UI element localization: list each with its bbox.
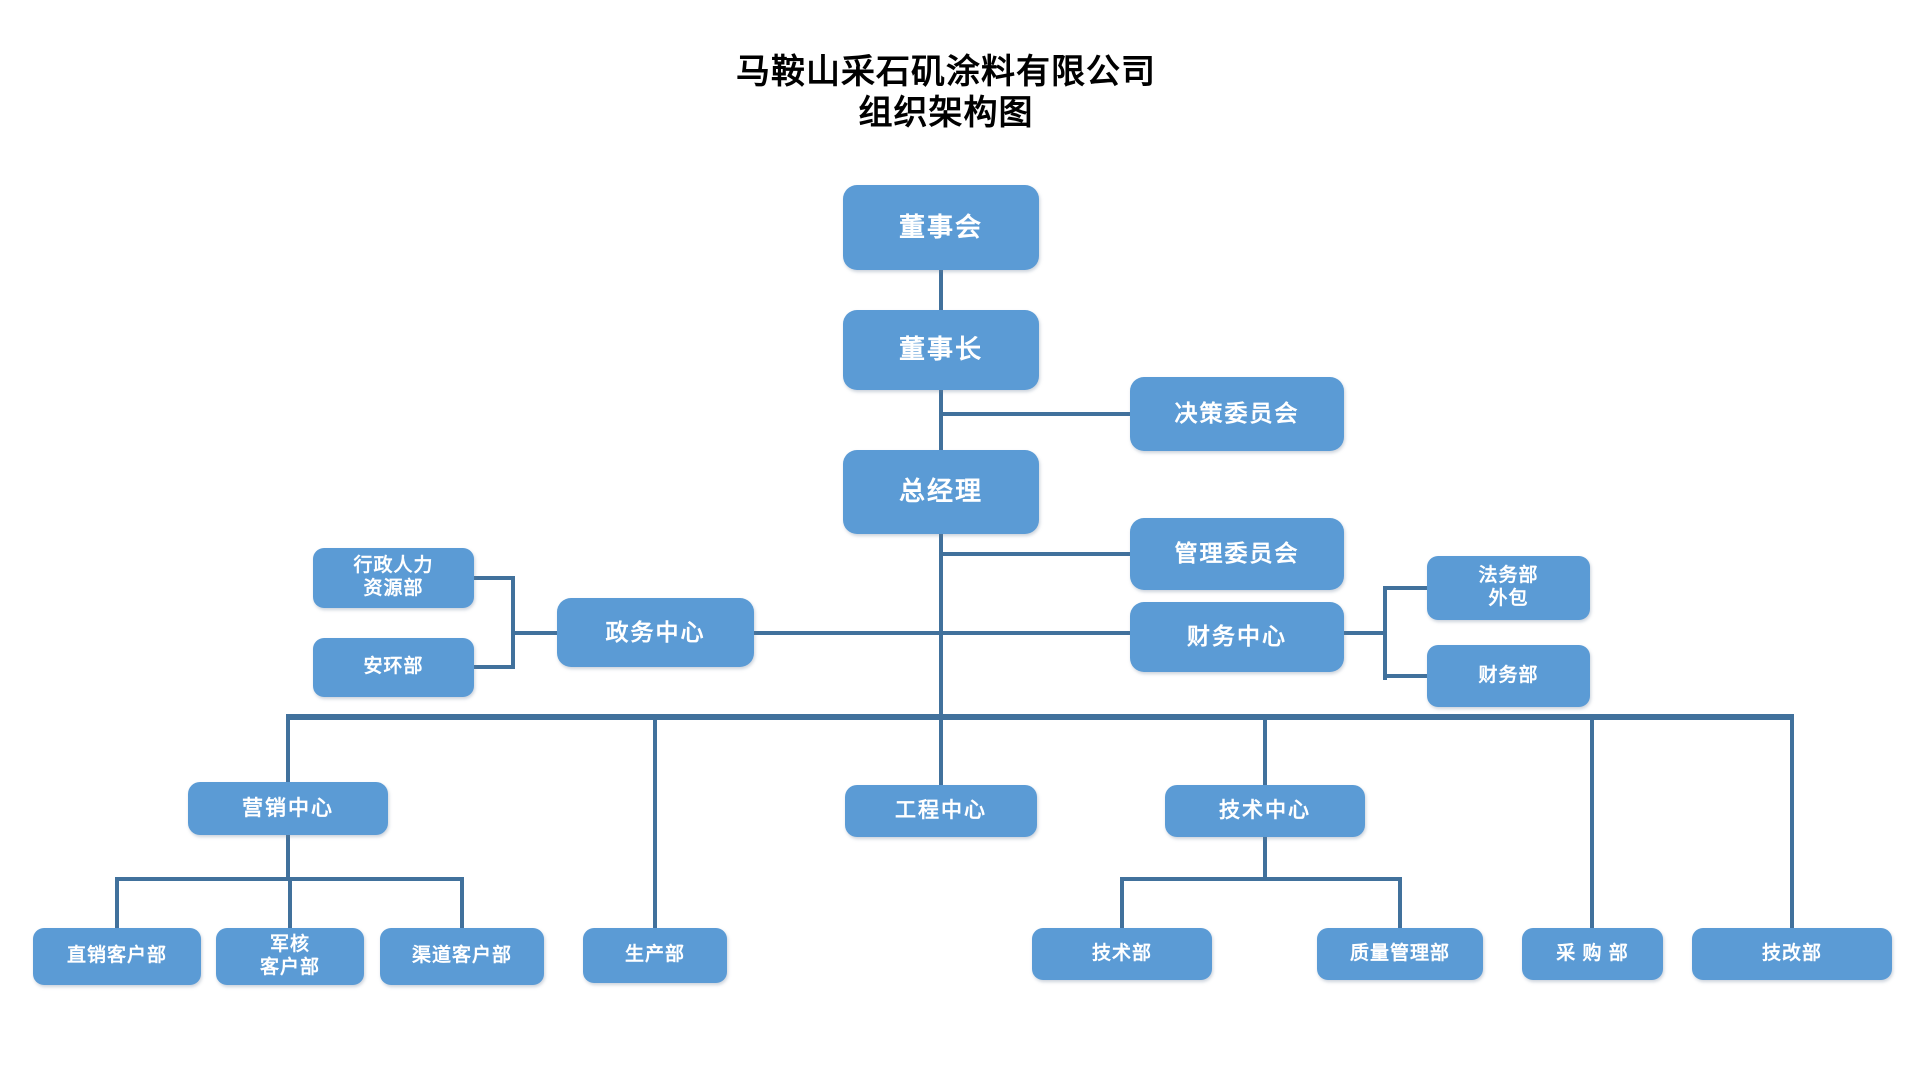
org-node-board: 董事会 bbox=[843, 185, 1039, 270]
connector-drop-junhe bbox=[288, 880, 292, 928]
connector-legal-stub bbox=[1383, 586, 1427, 590]
org-node-engineering-center: 工程中心 bbox=[845, 785, 1037, 837]
chart-title-line2: 组织架构图 bbox=[858, 93, 1034, 132]
org-node-channel-customers: 渠道客户部 bbox=[380, 928, 544, 985]
connector-left-bracket bbox=[511, 576, 515, 669]
org-node-technology-dept: 技术部 bbox=[1032, 928, 1212, 980]
org-node-marketing-center: 营销中心 bbox=[188, 782, 388, 835]
connector-drop-techreform bbox=[1790, 720, 1794, 928]
connector-gov-finance bbox=[754, 631, 1131, 635]
connector-bracket-gov bbox=[511, 631, 557, 635]
org-node-direct-sales: 直销客户部 bbox=[33, 928, 201, 985]
connector-tech-subline bbox=[1120, 877, 1402, 881]
connector-board-chairman bbox=[939, 270, 943, 312]
org-node-finance-dept: 财务部 bbox=[1427, 645, 1590, 707]
connector-hr-stub bbox=[474, 576, 514, 580]
connector-finance-bracket bbox=[1344, 631, 1385, 635]
org-node-safety-env: 安环部 bbox=[313, 638, 474, 697]
org-node-decision-committee: 决策委员会 bbox=[1130, 377, 1344, 451]
connector-drop-marketing bbox=[286, 720, 290, 782]
connector-main-line bbox=[286, 714, 1794, 720]
connector-drop-engineering bbox=[939, 720, 943, 785]
chart-title-line1: 马鞍山采石矶涂料有限公司 bbox=[736, 53, 1156, 91]
org-node-junhe-customers: 军核 客户部 bbox=[216, 928, 364, 985]
connector-safety-stub bbox=[474, 665, 514, 669]
org-node-technology-center: 技术中心 bbox=[1165, 785, 1365, 837]
org-node-chairman: 董事长 bbox=[843, 310, 1039, 390]
connector-marketing-subline bbox=[115, 877, 464, 881]
connector-marketing-riser bbox=[286, 835, 290, 880]
connector-drop-techcenter bbox=[1263, 720, 1267, 785]
org-node-general-manager: 总经理 bbox=[843, 450, 1039, 534]
connector-drop-procurement bbox=[1590, 720, 1594, 928]
org-node-management-committee: 管理委员会 bbox=[1130, 518, 1344, 590]
connector-chairman-gm bbox=[939, 390, 943, 452]
org-node-tech-reform: 技改部 bbox=[1692, 928, 1892, 980]
org-node-legal-outsourced: 法务部 外包 bbox=[1427, 556, 1590, 620]
connector-tech-riser bbox=[1263, 837, 1267, 880]
connector-drop-techdept bbox=[1120, 880, 1124, 928]
chart-title: 马鞍山采石矶涂料有限公司 组织架构图 bbox=[446, 52, 1446, 134]
connector-mgmt-stub bbox=[941, 552, 1131, 556]
connector-drop-directsales bbox=[115, 880, 119, 928]
org-node-finance-center: 财务中心 bbox=[1130, 602, 1344, 672]
connector-drop-quality bbox=[1398, 880, 1402, 928]
org-node-procurement: 采 购 部 bbox=[1522, 928, 1663, 980]
connector-gm-mainline bbox=[939, 532, 943, 718]
connector-right-bracket bbox=[1383, 586, 1387, 680]
connector-findept-stub bbox=[1383, 674, 1427, 678]
org-node-quality-mgmt: 质量管理部 bbox=[1317, 928, 1483, 980]
connector-drop-production bbox=[653, 720, 657, 928]
org-node-gov-affairs-center: 政务中心 bbox=[557, 598, 754, 667]
connector-decision-stub bbox=[941, 412, 1131, 416]
org-node-production: 生产部 bbox=[583, 928, 727, 983]
org-node-admin-hr: 行政人力 资源部 bbox=[313, 548, 474, 608]
connector-drop-channel bbox=[460, 880, 464, 928]
